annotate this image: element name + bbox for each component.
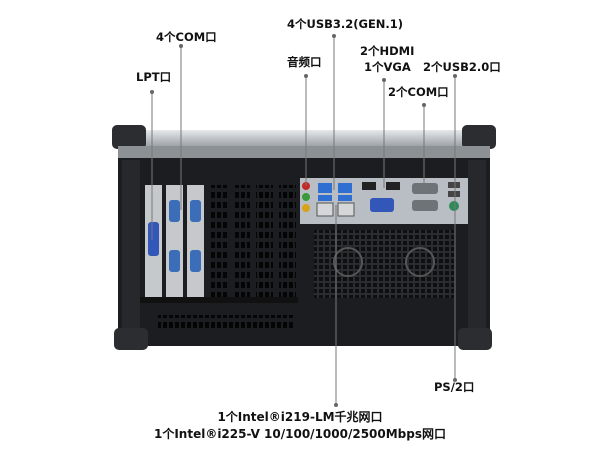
callout-lan-1: 1个Intel®i219-LM千兆网口 (217, 410, 383, 424)
callout-2com: 2个COM口 (388, 85, 449, 99)
callout-usb20: 2个USB2.0口 (423, 60, 501, 74)
callout-lan-2: 1个Intel®i225-V 10/100/1000/2500Mbps网口 (153, 427, 447, 441)
callout-ps2: PS/2口 (434, 380, 475, 394)
callout-hdmi: 2个HDMI (360, 44, 415, 58)
callout-lines (151, 36, 456, 405)
fan-grill (314, 230, 454, 298)
callout-lpt: LPT口 (136, 70, 172, 84)
expansion-slots (140, 185, 298, 303)
callout-audio: 音频口 (287, 55, 322, 69)
callout-vga: 1个VGA (364, 60, 411, 74)
callout-usb32: 4个USB3.2(GEN.1) (287, 17, 404, 31)
top-handle (112, 125, 496, 149)
callout-4com: 4个COM口 (156, 30, 217, 44)
lower-vents (158, 315, 460, 329)
bottom-feet (114, 328, 492, 350)
callout-dots (150, 34, 457, 407)
